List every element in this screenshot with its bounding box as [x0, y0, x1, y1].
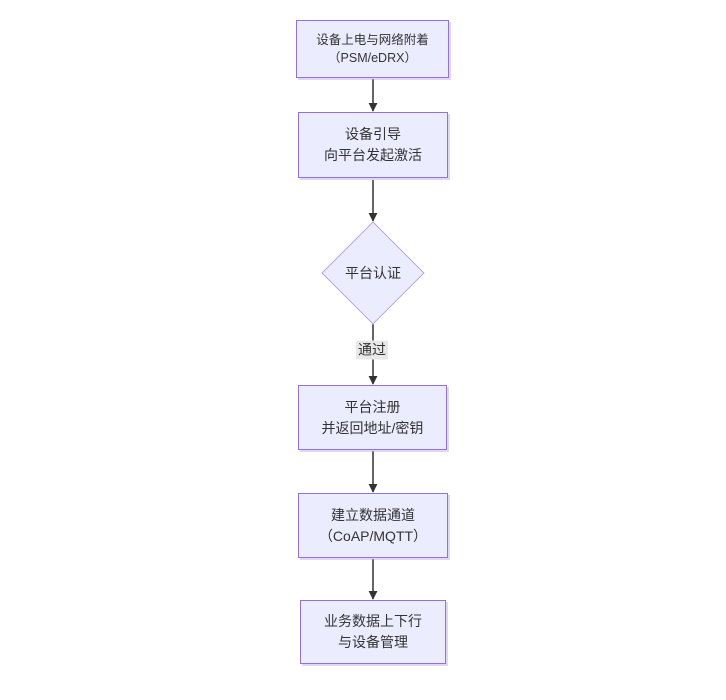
- node-label-line: 并返回地址/密钥: [321, 419, 424, 436]
- node-label-line: 建立数据通道: [331, 506, 415, 523]
- node-label-line: 平台注册: [344, 398, 401, 415]
- node-business-data: 业务数据上下行 与设备管理: [300, 600, 446, 664]
- node-bootstrap-activate: 设备引导 向平台发起激活: [298, 112, 448, 178]
- node-label-line: 平台认证: [345, 264, 401, 281]
- node-label-line: （PSM/eDRX）: [328, 51, 417, 65]
- node-label-line: （CoAP/MQTT）: [318, 527, 428, 544]
- edge-label-pass: 通过: [356, 340, 388, 360]
- node-label-line: 设备引导: [345, 126, 401, 142]
- node-platform-register: 平台注册 并返回地址/密钥: [298, 385, 447, 450]
- node-power-attach: 设备上电与网络附着 （PSM/eDRX）: [296, 20, 449, 78]
- node-label-line: 设备上电与网络附着: [316, 33, 429, 47]
- node-label-line: 与设备管理: [338, 634, 408, 650]
- node-label-line: 向平台发起激活: [324, 147, 422, 163]
- node-label-line: 业务数据上下行: [324, 613, 422, 629]
- node-data-channel: 建立数据通道 （CoAP/MQTT）: [298, 493, 448, 558]
- node-platform-auth-decision: 平台认证: [321, 220, 425, 325]
